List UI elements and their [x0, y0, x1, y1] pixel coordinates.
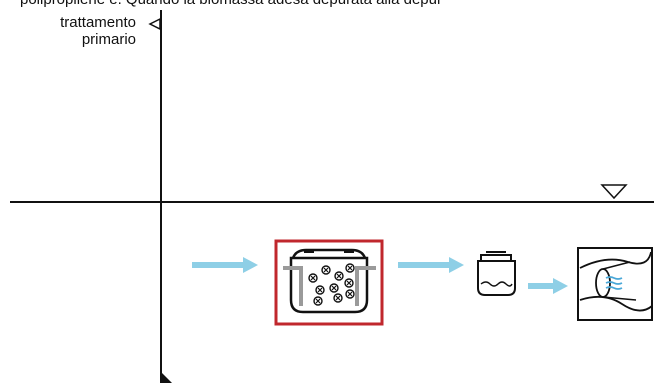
settling-tank-icon — [477, 251, 516, 296]
stage-label: trattamento primario — [0, 14, 136, 48]
highlight-box — [274, 239, 384, 326]
biofilm-reactor-icon — [283, 248, 376, 314]
outfall-discharge-icon — [577, 247, 653, 321]
flow-arrow-2 — [398, 257, 464, 273]
top-caption-text: polipropilene e. Quando la biomassa ades… — [20, 0, 654, 8]
stage-label-line1: trattamento — [60, 14, 136, 31]
water-level-triangle-icon — [600, 184, 628, 200]
stage-marker-icon — [148, 17, 161, 31]
flow-arrow-3 — [528, 278, 568, 294]
stage-label-line2: primario — [81, 31, 136, 48]
flow-arrow-1 — [192, 257, 258, 273]
stage-end-marker-icon — [161, 372, 172, 383]
